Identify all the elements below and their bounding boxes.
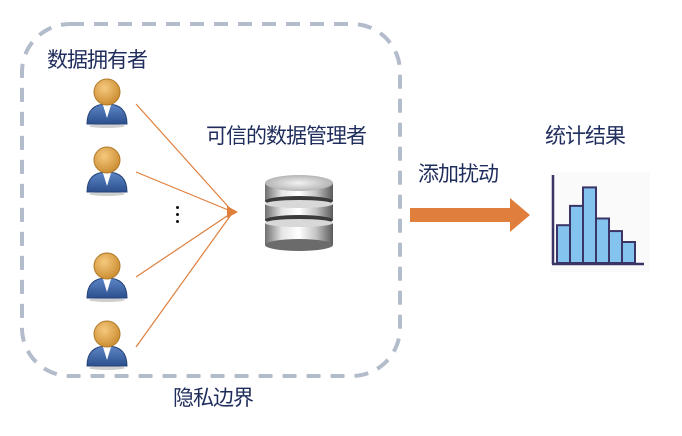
privacy-boundary: [20, 22, 402, 378]
histogram-bar: [556, 224, 571, 264]
histogram-bar: [621, 241, 636, 264]
person-icon: [86, 252, 128, 302]
statistics-label: 统计结果: [545, 124, 626, 148]
database-icon: [265, 175, 333, 251]
owner-connections: [135, 103, 234, 348]
privacy-boundary-label: 隐私边界: [173, 386, 254, 410]
histogram-bar: [582, 186, 597, 264]
person-icon: [86, 78, 128, 128]
histogram-bar: [608, 230, 623, 265]
trusted-curator-label: 可信的数据管理者: [206, 124, 367, 148]
connection-line: [135, 103, 234, 213]
data-owner-4: [84, 318, 130, 370]
add-noise-arrow: [410, 198, 530, 232]
data-owner-2: [84, 144, 130, 196]
connection-line: [135, 171, 234, 213]
person-icon: [86, 146, 128, 196]
connection-arrowhead: [227, 206, 238, 218]
vertical-ellipsis-icon: [175, 206, 181, 228]
data-owners-label: 数据拥有者: [47, 48, 148, 72]
histogram-icon: [550, 172, 650, 272]
histogram-bar: [595, 217, 610, 264]
connection-line: [135, 211, 234, 278]
data-owner-3: [84, 250, 130, 302]
person-icon: [86, 320, 128, 370]
connection-line: [135, 211, 234, 348]
data-owner-1: [84, 76, 130, 128]
histogram-bar: [569, 204, 584, 265]
add-noise-label: 添加扰动: [418, 162, 499, 186]
